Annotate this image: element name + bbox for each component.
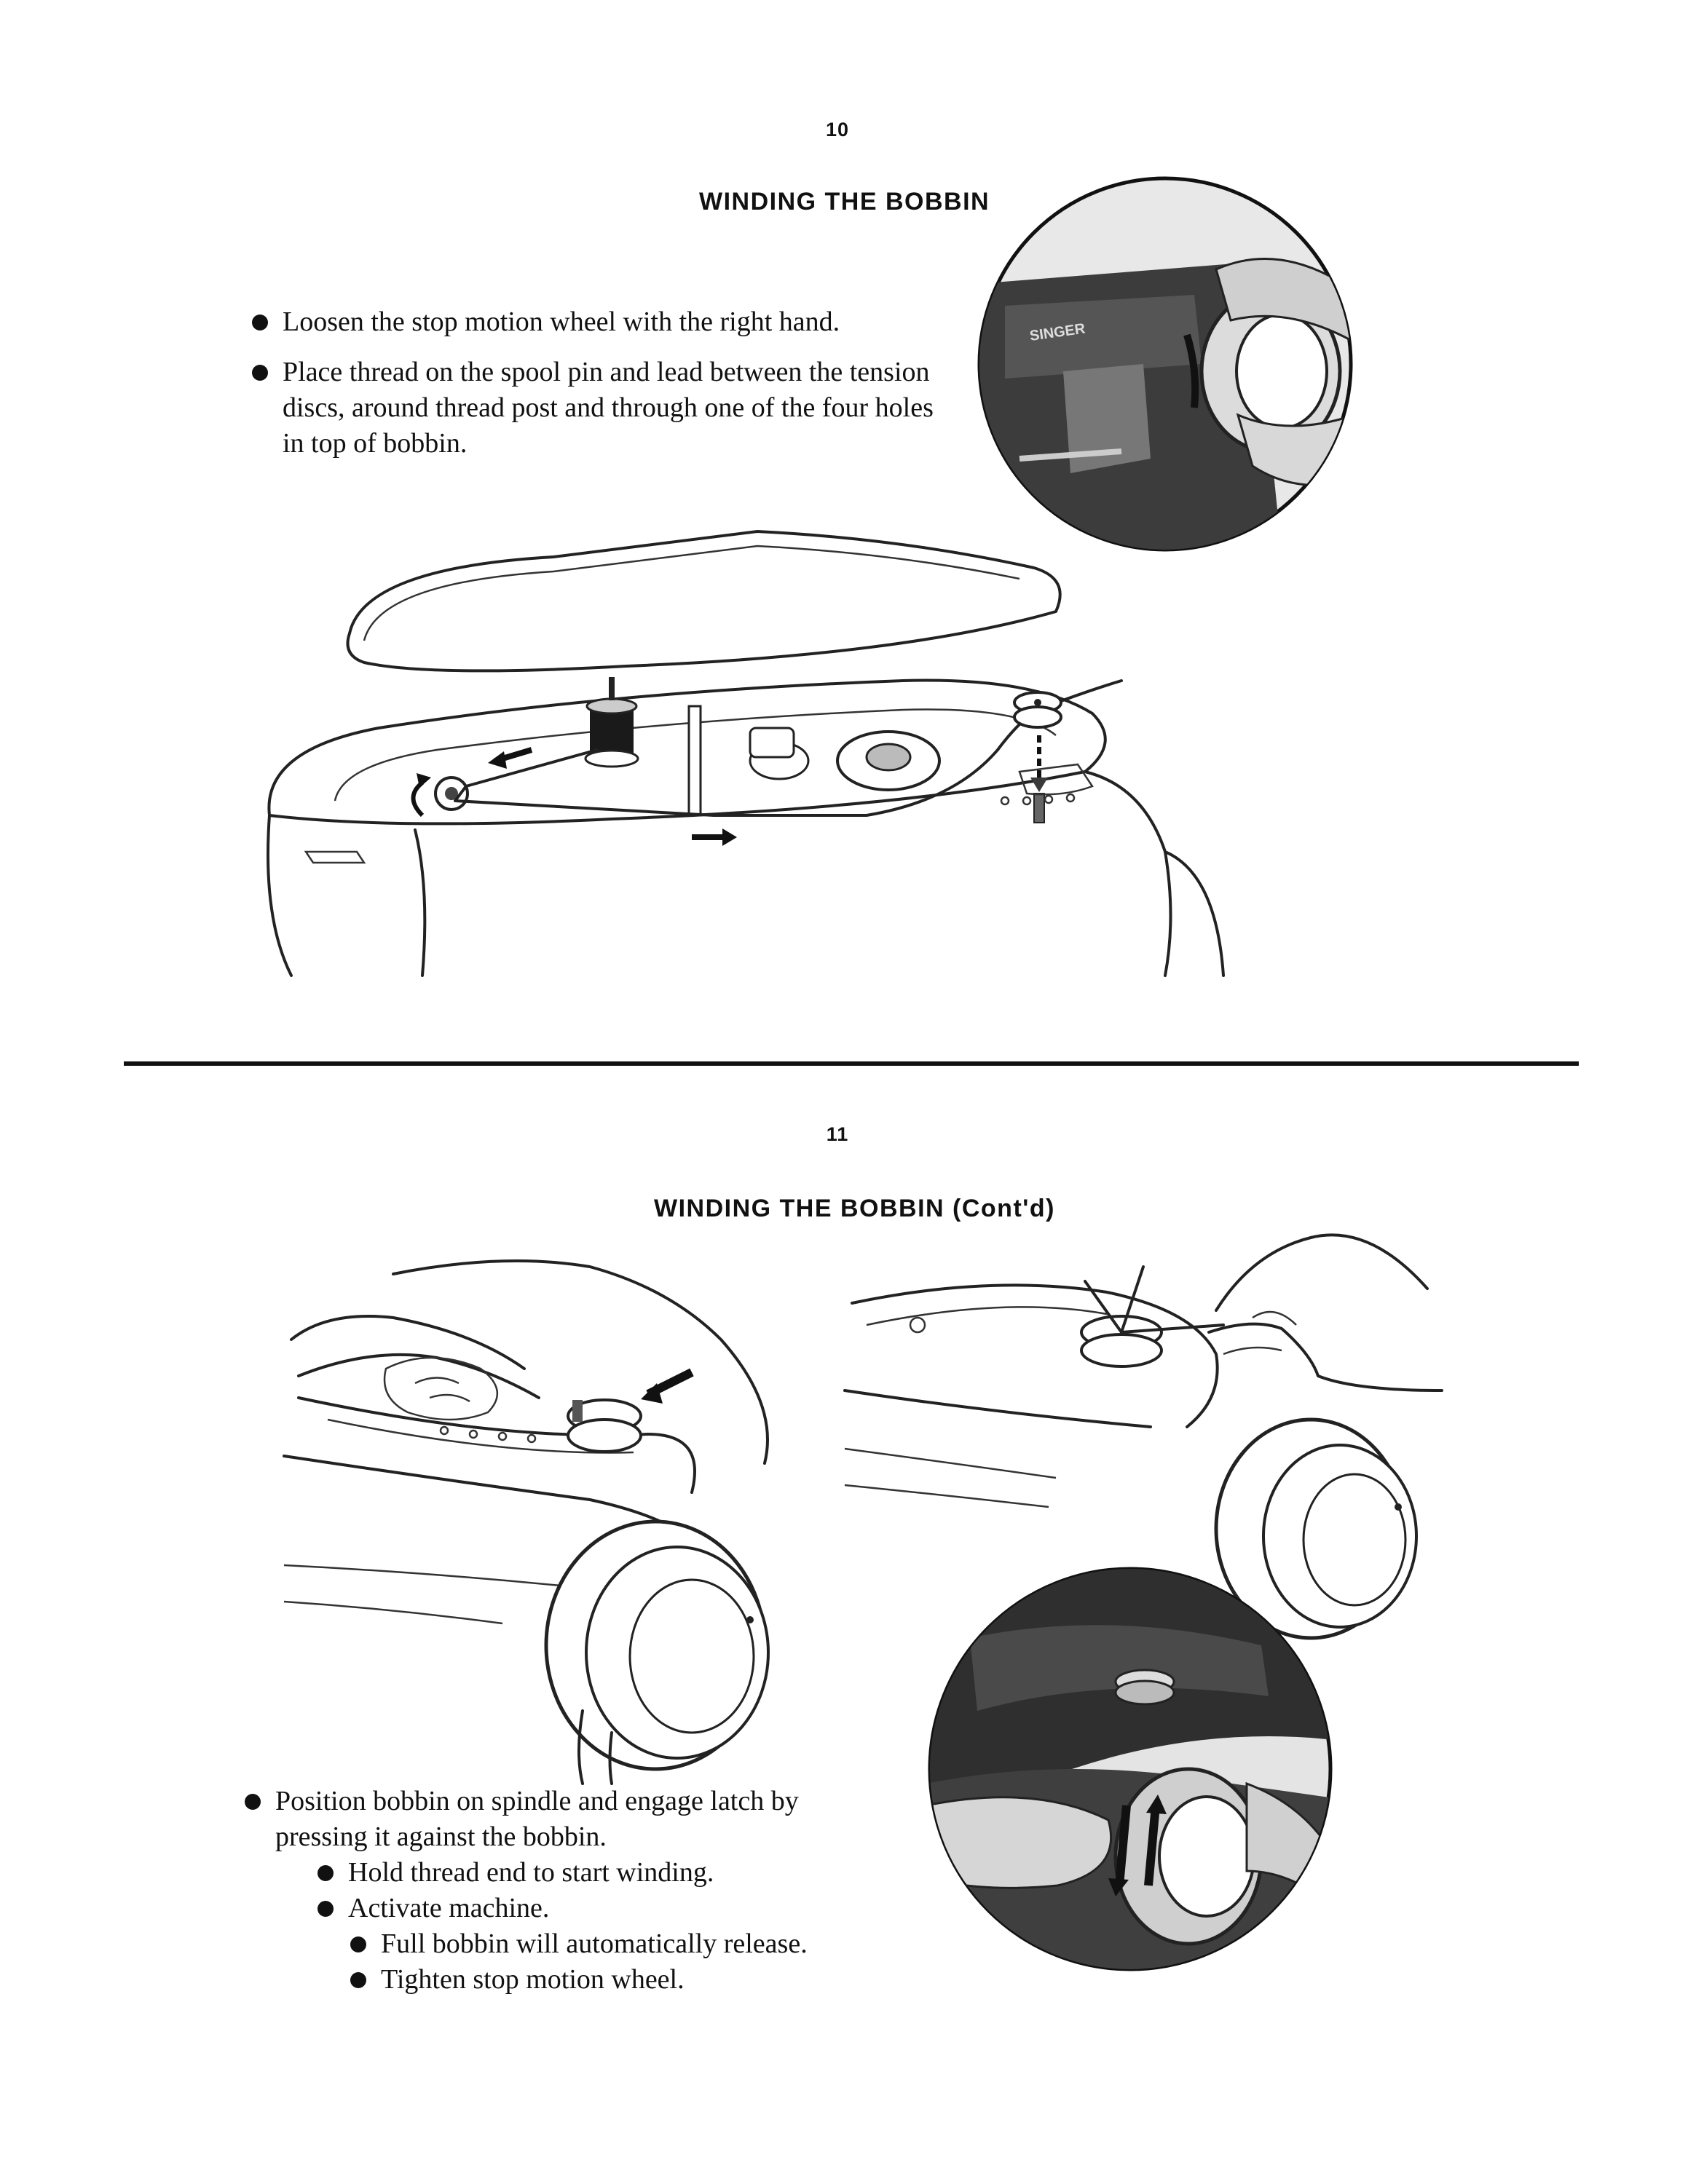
arrow-icon <box>488 747 533 769</box>
illustration-hold-thread <box>843 1233 1443 1640</box>
instruction-item: Hold thread end to start winding. <box>318 1855 872 1891</box>
page-number-top: 10 <box>825 119 850 141</box>
instruction-item: Loosen the stop motion wheel with the ri… <box>252 304 938 340</box>
instruction-item: Activate machine. <box>318 1891 872 1926</box>
page-divider <box>124 1061 1579 1066</box>
illustration-bobbin-latch <box>283 1259 770 1785</box>
arrow-icon <box>692 828 737 846</box>
arrow-icon <box>1108 1805 1131 1896</box>
inset-stop-motion-wheel-photo: SINGER <box>977 176 1353 552</box>
section-heading-bottom: WINDING THE BOBBIN (Cont'd) <box>654 1195 1055 1222</box>
page-number-bottom: 11 <box>826 1123 849 1145</box>
instruction-item: Tighten stop motion wheel. <box>350 1962 872 1998</box>
inset-winding-photo <box>928 1567 1333 1971</box>
instruction-item: Place thread on the spool pin and lead b… <box>252 355 938 462</box>
arrow-icon <box>641 1368 694 1404</box>
instructions-top: Loosen the stop motion wheel with the ri… <box>252 304 938 476</box>
section-heading-top: WINDING THE BOBBIN <box>699 188 990 215</box>
arrow-icon <box>1144 1795 1167 1886</box>
instruction-item: Position bobbin on spindle and engage la… <box>245 1784 872 1855</box>
illustration-machine-top <box>267 530 1225 977</box>
instructions-bottom: Position bobbin on spindle and engage la… <box>245 1784 872 1998</box>
arrow-icon <box>411 773 431 818</box>
instruction-item: Full bobbin will automatically release. <box>350 1926 872 1962</box>
